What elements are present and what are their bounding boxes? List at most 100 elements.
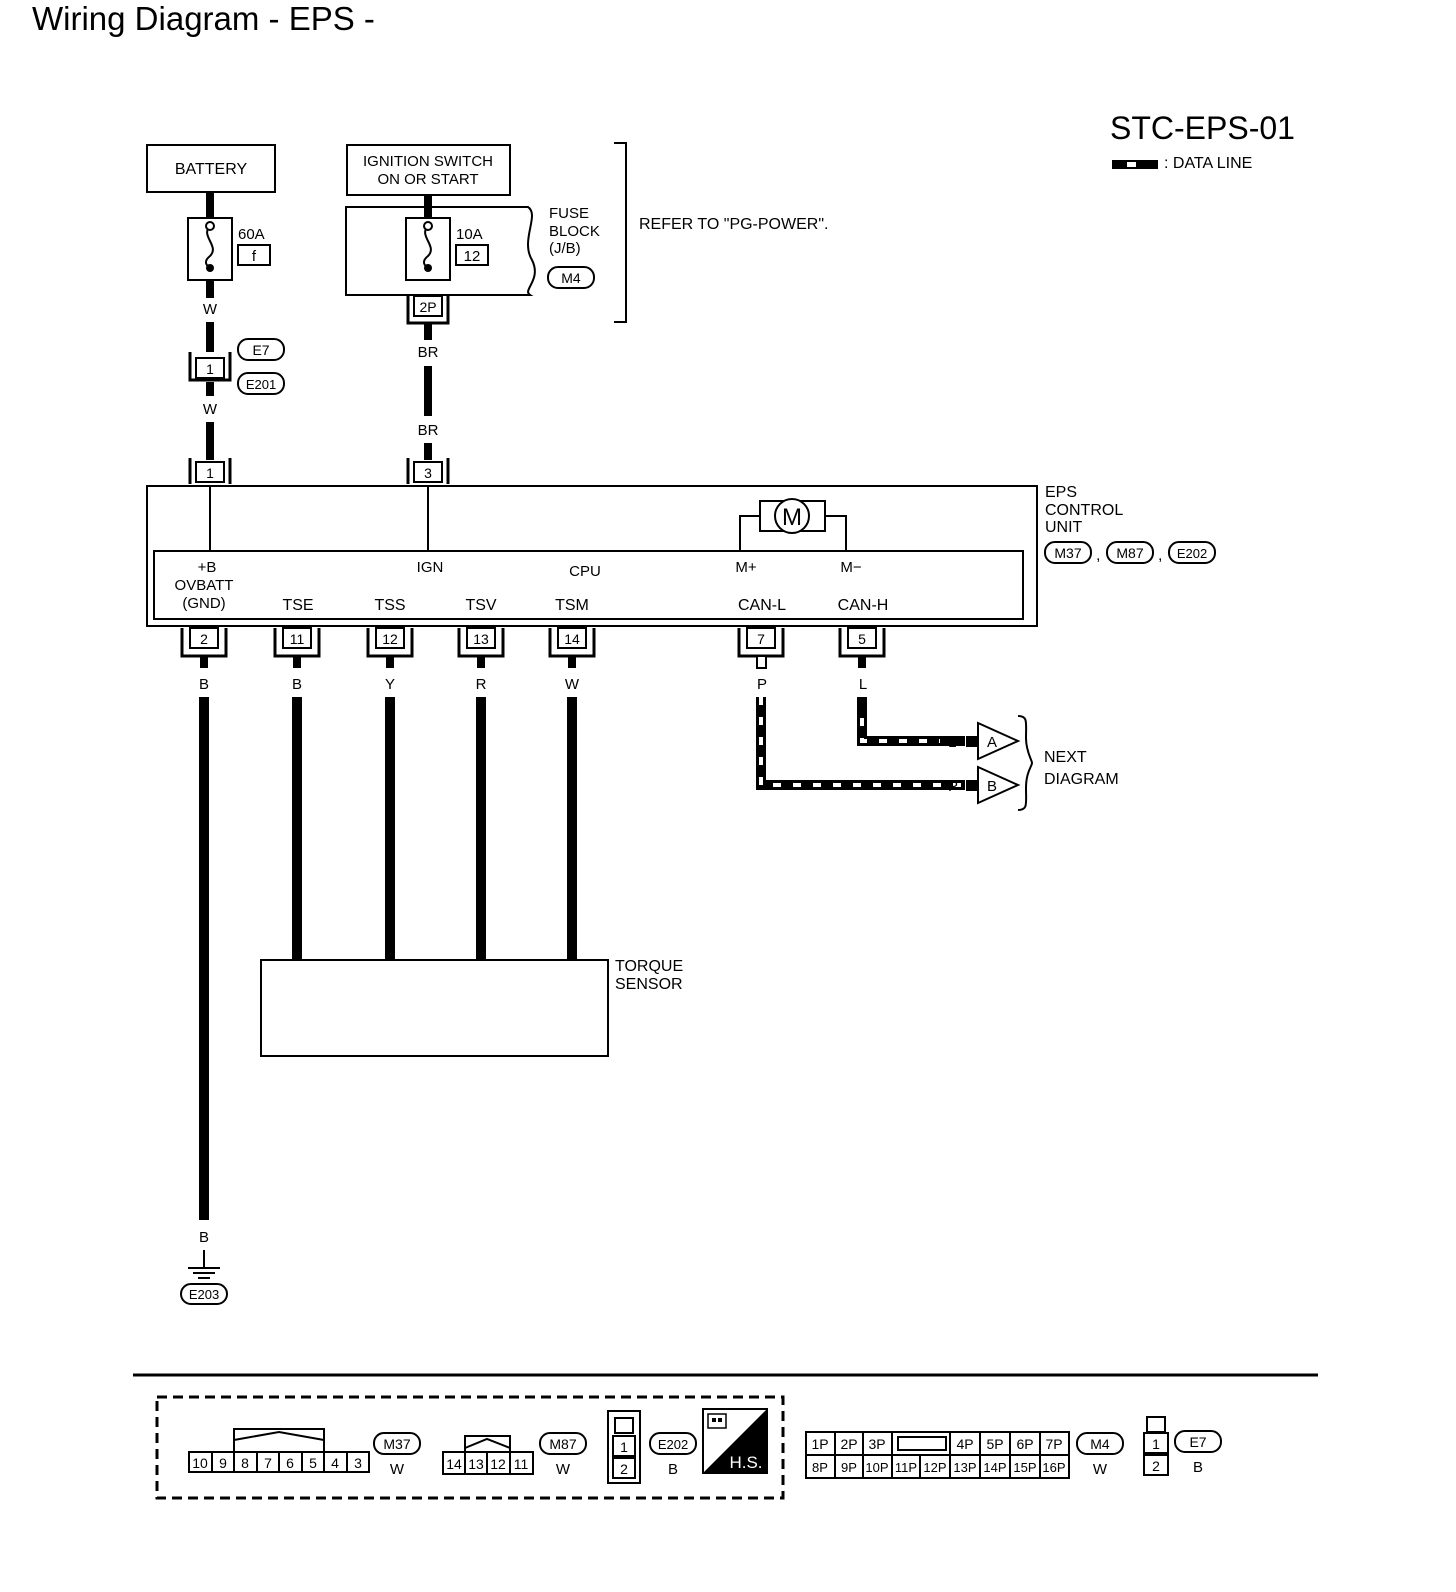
m87-pin: 12 — [490, 1456, 506, 1472]
next-diagram-line1: NEXT — [1044, 749, 1087, 766]
ecu-terminal-b-line3: (GND) — [182, 595, 225, 612]
motor-icon — [774, 498, 810, 534]
ecu-bottom-pin: 13 — [457, 627, 505, 658]
connector-view-m4: 1P 2P 3P 4P 5P 6P 7P 8P 9P 10P 11P 12P 1… — [805, 1431, 1070, 1479]
refer-bracket — [614, 142, 627, 323]
next-diagram-bracket — [1017, 715, 1034, 811]
ecu-pin-12: 12 — [382, 631, 398, 647]
torque-sensor-box — [260, 959, 609, 1057]
refer-note: REFER TO "PG-POWER". — [639, 216, 828, 233]
ignition-switch-label-line2: ON OR START — [377, 171, 478, 188]
e202-pin: 1 — [620, 1439, 628, 1455]
fuse-block-terminal-2p: 2P — [419, 299, 436, 315]
eps-control-unit-box — [146, 485, 1038, 627]
inline-connector-pin-label: 1 — [206, 361, 214, 377]
diagram-code: STC-EPS-01 — [1110, 110, 1295, 146]
wire-color-tsv: R — [476, 676, 487, 693]
ecu-pin-5: 5 — [858, 631, 866, 647]
m37-color: W — [390, 1461, 405, 1478]
ecu-terminal-b-line2: OVBATT — [175, 577, 234, 594]
connector-e201-label: E201 — [246, 377, 276, 392]
m87-pin: 13 — [468, 1456, 484, 1472]
inline-connector-pin — [195, 357, 225, 379]
m37-id: M37 — [383, 1436, 410, 1452]
data-line-legend-label: : DATA LINE — [1164, 155, 1252, 172]
e7-color: B — [1193, 1459, 1203, 1476]
ground-connector-e203: E203 — [189, 1287, 219, 1302]
fuse-60a-id: f — [252, 248, 257, 265]
ecu-pin-1: 1 — [206, 465, 214, 481]
ignition-wire-color-upper: BR — [418, 344, 439, 361]
torque-sensor-label-line1: TORQUE — [615, 958, 683, 975]
next-link-a-arrow — [977, 721, 1021, 761]
m4-pin: 15P — [1013, 1460, 1036, 1475]
fuse-block-label-line1: FUSE — [549, 205, 589, 222]
e7-pin: 2 — [1152, 1458, 1160, 1474]
fuse-10a — [405, 217, 451, 281]
ecu-bottom-pin: 2 — [180, 627, 228, 658]
ecu-output-tss: TSS — [374, 597, 405, 614]
fuse-10a-id: 12 — [464, 248, 481, 265]
hs-label: H.S. — [729, 1453, 762, 1472]
connector-view-m87: 14 13 12 11 — [442, 1435, 534, 1475]
m4-color: W — [1093, 1461, 1108, 1478]
ignition-wire-color-lower: BR — [418, 422, 439, 439]
m4-pin: 4P — [956, 1436, 973, 1452]
m4-pin: 10P — [865, 1460, 888, 1475]
m4-pin: 16P — [1042, 1460, 1065, 1475]
ignition-switch-label-line1: IGNITION SWITCH — [363, 153, 493, 170]
motor-symbol: M — [782, 504, 802, 531]
ecu-bottom-pin: 11 — [273, 627, 321, 658]
connector-e7-label: E7 — [252, 342, 269, 358]
m87-pin: 14 — [446, 1456, 462, 1472]
ecu-output-can-l: CAN-L — [738, 597, 786, 614]
ecu-terminal-m-plus: M+ — [735, 559, 756, 576]
m4-pin: 13P — [953, 1460, 976, 1475]
connector-view-e7: 1 2 — [1143, 1416, 1169, 1476]
ecu-pin-13: 13 — [473, 631, 489, 647]
connector-m4-label: M4 — [561, 270, 581, 286]
m4-pin: 14P — [983, 1460, 1006, 1475]
ecu-output-tse: TSE — [282, 597, 313, 614]
ecu-pin-14: 14 — [564, 631, 580, 647]
e202-pin: 2 — [620, 1461, 628, 1477]
ecu-connector-m37: M37 — [1054, 545, 1081, 561]
ecu-connector-sep: , — [1158, 547, 1162, 564]
ecu-terminal-m-minus: M− — [840, 559, 861, 576]
ecu-connector-sep: , — [1096, 547, 1100, 564]
ecu-pin-7: 7 — [757, 631, 765, 647]
next-diagram-line2: DIAGRAM — [1044, 771, 1119, 788]
page-title: Wiring Diagram - EPS - — [32, 0, 375, 37]
m37-pin: 4 — [331, 1455, 339, 1471]
ecu-connector-e202: E202 — [1177, 546, 1207, 561]
m87-pin: 11 — [514, 1456, 529, 1472]
ecu-label-line2: CONTROL — [1045, 502, 1123, 519]
m37-pin: 10 — [192, 1455, 208, 1471]
harness-side-icon: H.S. — [702, 1408, 768, 1474]
fuse-block-label-line3: (J/B) — [549, 240, 581, 257]
ecu-pin-2: 2 — [200, 631, 208, 647]
battery-label: BATTERY — [175, 161, 248, 178]
next-link-a-id: A — [987, 734, 997, 751]
wire-color-tse: B — [292, 676, 302, 693]
battery-wire-color-upper: W — [203, 301, 218, 318]
wire-color-tsm: W — [565, 676, 580, 693]
fuse-block-outline — [345, 206, 536, 296]
fuse-60a-rating: 60A — [238, 226, 265, 243]
fuse-block-label-line2: BLOCK — [549, 223, 600, 240]
eps-cpu-box — [153, 550, 1024, 620]
wire-color-ground: B — [199, 676, 209, 693]
wire-color-tss: Y — [385, 676, 395, 693]
fuse-10a-rating: 10A — [456, 226, 483, 243]
fuse-60a — [187, 217, 233, 281]
ecu-bottom-pin: 12 — [366, 627, 414, 658]
ecu-connectors-group — [155, 1395, 785, 1500]
m87-id: M87 — [549, 1436, 576, 1452]
e7-id: E7 — [1189, 1434, 1206, 1450]
connector-view-e202: 1 2 — [607, 1410, 641, 1484]
ecu-output-tsv: TSV — [465, 597, 496, 614]
next-link-b-id: B — [987, 778, 997, 795]
m4-id: M4 — [1090, 1436, 1110, 1452]
e7-pin: 1 — [1152, 1436, 1160, 1452]
ecu-output-tsm: TSM — [555, 597, 589, 614]
